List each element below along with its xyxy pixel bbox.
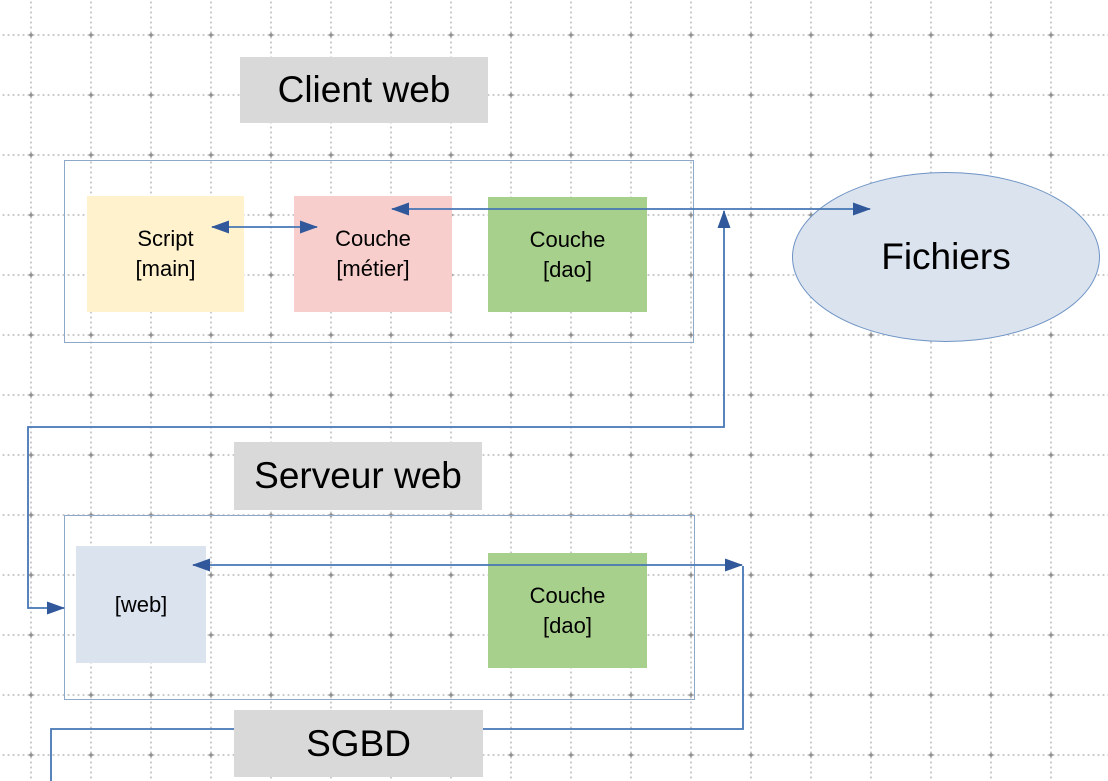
serveur-web-title-text: Serveur web bbox=[254, 455, 462, 496]
node-fichiers-ellipse[interactable]: Fichiers bbox=[792, 172, 1100, 342]
client-web-title[interactable]: Client web bbox=[240, 57, 488, 123]
client-web-title-text: Client web bbox=[277, 69, 451, 110]
serveur-web-title[interactable]: Serveur web bbox=[234, 442, 482, 510]
sgbd-title-text: SGBD bbox=[306, 722, 411, 764]
sgbd-title[interactable]: SGBD bbox=[234, 710, 483, 777]
node-couche-dao-serveur-line2: [dao] bbox=[543, 612, 592, 638]
edge-client-serveur[interactable] bbox=[27, 210, 731, 615]
node-fichiers-label: Fichiers bbox=[881, 236, 1011, 277]
